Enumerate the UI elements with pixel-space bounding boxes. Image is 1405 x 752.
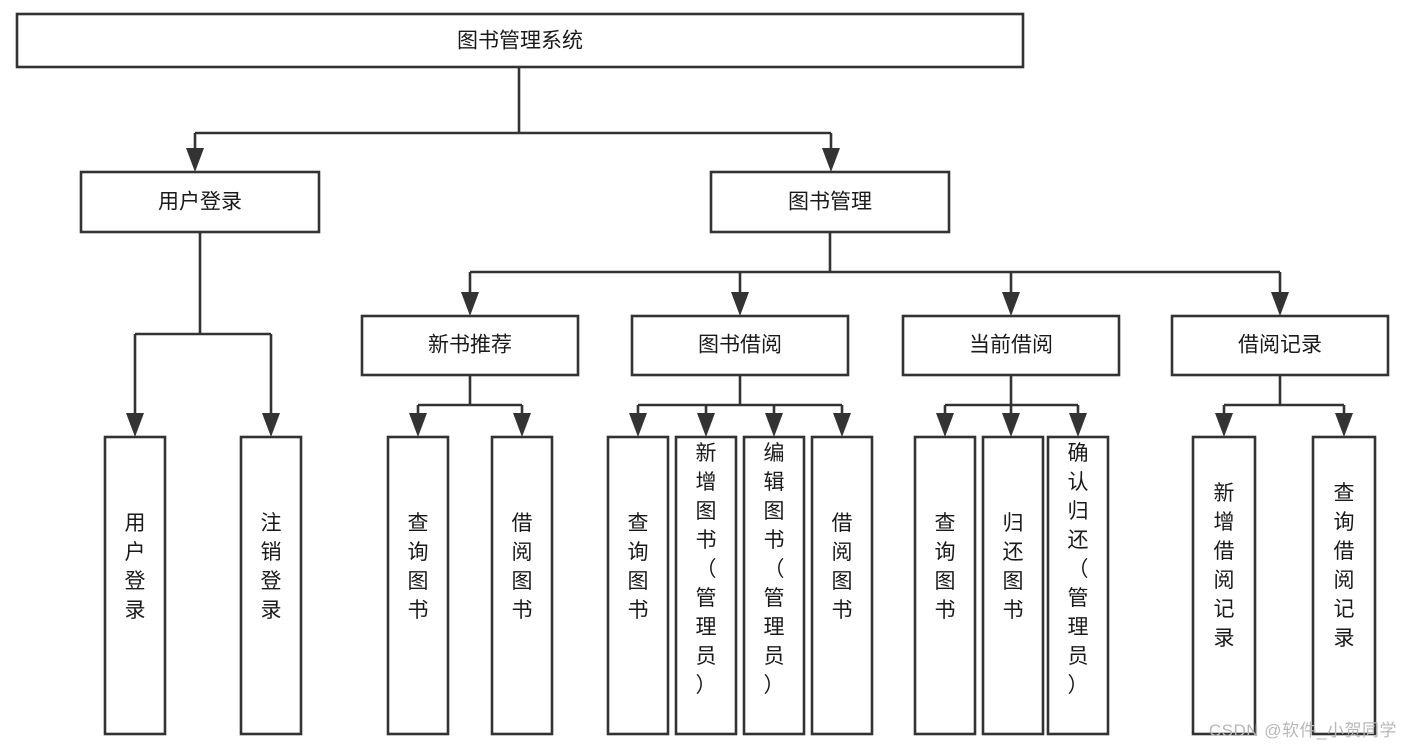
arrowhead-record-query xyxy=(1335,413,1353,437)
node-leaf-record-add-label: 新增借阅记录 xyxy=(1214,482,1235,650)
node-root-label: 图书管理系统 xyxy=(457,30,583,53)
arrowhead-current-borrow xyxy=(1002,292,1020,316)
arrowhead-book-manage xyxy=(822,148,840,172)
node-leaf-borrow-borrow-book-box[interactable] xyxy=(810,435,874,736)
arrowhead-rec-query-book xyxy=(409,413,427,437)
node-book-borrow[interactable]: 图书借阅 xyxy=(630,314,850,377)
node-user-login-label: 用户登录 xyxy=(158,191,242,214)
node-leaf-user-login-box[interactable] xyxy=(103,435,167,736)
arrowhead-new-book-rec xyxy=(461,292,479,316)
node-leaf-record-query-label: 查询借阅记录 xyxy=(1334,482,1355,650)
csdn-watermark: CSDN @软件_小贺同学 xyxy=(1208,721,1397,740)
node-root[interactable]: 图书管理系统 xyxy=(15,12,1025,69)
node-user-login-box[interactable] xyxy=(79,170,321,234)
node-leaf-current-return-book-label: 归还图书 xyxy=(1003,512,1024,622)
node-leaf-user-login-label: 用户登录 xyxy=(125,512,146,622)
arrowhead-leaf-user-logout xyxy=(262,413,280,437)
node-new-book-rec-label: 新书推荐 xyxy=(428,334,512,357)
connector-layer xyxy=(126,67,1353,437)
arrowhead-borrow-query-book xyxy=(629,413,647,437)
node-leaf-borrow-add-book-label: 新增图书（管理员） xyxy=(696,442,717,697)
arrowhead-rec-borrow-book xyxy=(513,413,531,437)
node-leaf-user-logout-box[interactable] xyxy=(239,435,303,736)
node-leaf-current-query-book-label: 查询图书 xyxy=(935,512,956,622)
node-leaf-current-query-book[interactable]: 查询图书 xyxy=(913,435,977,736)
node-leaf-borrow-query-book-label: 查询图书 xyxy=(628,512,649,622)
node-borrow-record-label: 借阅记录 xyxy=(1238,334,1322,357)
node-leaf-record-add-box[interactable] xyxy=(1191,435,1257,736)
node-current-borrow[interactable]: 当前借阅 xyxy=(901,314,1121,377)
node-leaf-borrow-add-book[interactable]: 新增图书（管理员） xyxy=(674,435,738,736)
node-leaf-user-logout[interactable]: 注销登录 xyxy=(239,435,303,736)
node-leaf-record-query[interactable]: 查询借阅记录 xyxy=(1311,435,1377,736)
node-book-borrow-box[interactable] xyxy=(630,314,850,377)
node-leaf-rec-borrow-book-box[interactable] xyxy=(490,435,554,736)
arrowhead-user-login xyxy=(186,148,204,172)
node-new-book-rec[interactable]: 新书推荐 xyxy=(360,314,580,377)
node-leaf-current-confirm-return-box[interactable] xyxy=(1046,435,1110,736)
arrowhead-borrow-record xyxy=(1271,292,1289,316)
node-leaf-user-login[interactable]: 用户登录 xyxy=(103,435,167,736)
arrowhead-current-return-book xyxy=(1002,413,1020,437)
node-leaf-borrow-add-book-box[interactable] xyxy=(674,435,738,736)
node-book-borrow-label: 图书借阅 xyxy=(698,334,782,357)
node-leaf-current-return-book-box[interactable] xyxy=(981,435,1045,736)
node-leaf-borrow-edit-book-box[interactable] xyxy=(742,435,806,736)
arrowhead-record-add xyxy=(1215,413,1233,437)
node-leaf-current-query-book-box[interactable] xyxy=(913,435,977,736)
node-current-borrow-label: 当前借阅 xyxy=(969,334,1053,357)
node-leaf-rec-borrow-book-label: 借阅图书 xyxy=(512,512,533,622)
node-book-manage-label: 图书管理 xyxy=(788,191,872,214)
node-leaf-current-return-book[interactable]: 归还图书 xyxy=(981,435,1045,736)
arrowhead-leaf-user-login xyxy=(126,413,144,437)
node-leaf-borrow-borrow-book[interactable]: 借阅图书 xyxy=(810,435,874,736)
node-leaf-rec-query-book-label: 查询图书 xyxy=(408,512,429,622)
node-new-book-rec-box[interactable] xyxy=(360,314,580,377)
arrowhead-current-confirm-return xyxy=(1069,413,1087,437)
node-leaf-user-logout-label: 注销登录 xyxy=(261,512,282,622)
node-leaf-record-add[interactable]: 新增借阅记录 xyxy=(1191,435,1257,736)
arrowhead-current-query-book xyxy=(936,413,954,437)
arrowhead-borrow-add-book xyxy=(697,413,715,437)
node-leaf-borrow-edit-book-label: 编辑图书（管理员） xyxy=(764,442,785,697)
node-book-manage-box[interactable] xyxy=(709,170,951,234)
node-borrow-record-box[interactable] xyxy=(1170,314,1390,377)
node-leaf-current-confirm-return[interactable]: 确认归还（管理员） xyxy=(1046,435,1110,736)
node-user-login[interactable]: 用户登录 xyxy=(79,170,321,234)
node-current-borrow-box[interactable] xyxy=(901,314,1121,377)
arrowhead-book-borrow xyxy=(731,292,749,316)
node-leaf-borrow-query-book-box[interactable] xyxy=(606,435,670,736)
node-leaf-rec-query-book[interactable]: 查询图书 xyxy=(386,435,450,736)
node-book-manage[interactable]: 图书管理 xyxy=(709,170,951,234)
node-leaf-rec-borrow-book[interactable]: 借阅图书 xyxy=(490,435,554,736)
node-leaf-borrow-edit-book[interactable]: 编辑图书（管理员） xyxy=(742,435,806,736)
node-root-box[interactable] xyxy=(15,12,1025,69)
node-leaf-record-query-box[interactable] xyxy=(1311,435,1377,736)
arrowhead-borrow-borrow-book xyxy=(833,413,851,437)
node-leaf-borrow-borrow-book-label: 借阅图书 xyxy=(832,512,853,622)
node-leaf-borrow-query-book[interactable]: 查询图书 xyxy=(606,435,670,736)
node-leaf-current-confirm-return-label: 确认归还（管理员） xyxy=(1068,442,1089,697)
node-leaf-rec-query-book-box[interactable] xyxy=(386,435,450,736)
node-borrow-record[interactable]: 借阅记录 xyxy=(1170,314,1390,377)
arrowhead-borrow-edit-book xyxy=(765,413,783,437)
